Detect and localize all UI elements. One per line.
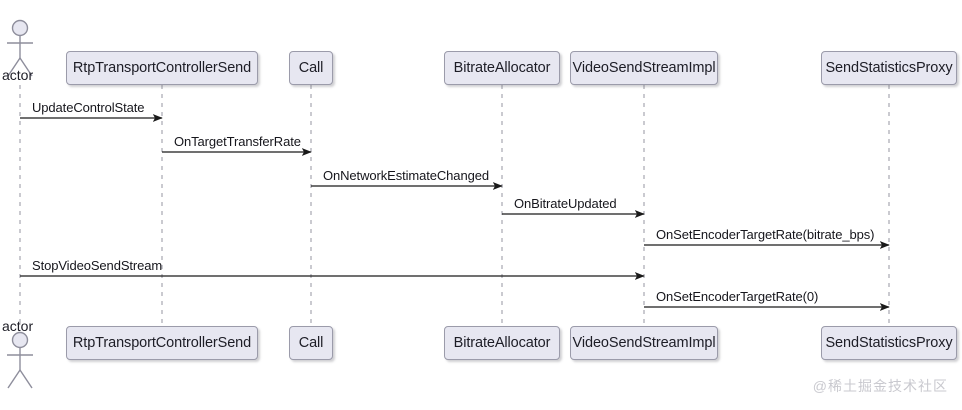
- participant-label-alloc: BitrateAllocator: [453, 60, 551, 76]
- participant-box-proxy: SendStatisticsProxy: [821, 51, 957, 85]
- participant-label-rtp: RtpTransportControllerSend: [72, 335, 252, 351]
- actor-top-label: actor: [2, 67, 34, 83]
- participant-label-proxy: SendStatisticsProxy: [825, 335, 953, 351]
- participant-box-call: Call: [289, 326, 333, 360]
- actor-figures-group: [7, 19, 33, 389]
- participant-box-alloc: BitrateAllocator: [444, 51, 560, 85]
- lifelines-group: [19, 85, 890, 326]
- participant-label-proxy: SendStatisticsProxy: [825, 60, 953, 76]
- watermark: @稀土掘金技术社区: [812, 378, 948, 394]
- participant-box-rtp: RtpTransportControllerSend: [66, 326, 258, 360]
- participant-box-vss: VideoSendStreamImpl: [570, 51, 718, 85]
- participant-box-rtp: RtpTransportControllerSend: [66, 51, 258, 85]
- message-label: OnBitrateUpdated: [514, 196, 617, 211]
- participant-label-alloc: BitrateAllocator: [453, 335, 551, 351]
- actor-figure: [7, 331, 33, 389]
- actor-figure: [7, 19, 33, 77]
- participant-label-call: Call: [298, 60, 324, 76]
- participant-label-vss: VideoSendStreamImpl: [572, 335, 716, 351]
- message-label: OnSetEncoderTargetRate(0): [656, 289, 819, 304]
- message-label: OnSetEncoderTargetRate(bitrate_bps): [656, 227, 875, 242]
- message-label: OnTargetTransferRate: [174, 134, 301, 149]
- message-label: StopVideoSendStream: [32, 258, 163, 273]
- participant-box-call: Call: [289, 51, 333, 85]
- message-arrows-group: [20, 114, 890, 311]
- participant-box-proxy: SendStatisticsProxy: [821, 326, 957, 360]
- message-label: UpdateControlState: [32, 100, 145, 115]
- participant-label-call: Call: [298, 335, 324, 351]
- participant-label-vss: VideoSendStreamImpl: [572, 60, 716, 76]
- actor-bottom-label: actor: [2, 318, 34, 334]
- participant-box-vss: VideoSendStreamImpl: [570, 326, 718, 360]
- participant-box-alloc: BitrateAllocator: [444, 326, 560, 360]
- message-label: OnNetworkEstimateChanged: [323, 168, 489, 183]
- participant-label-rtp: RtpTransportControllerSend: [72, 60, 252, 76]
